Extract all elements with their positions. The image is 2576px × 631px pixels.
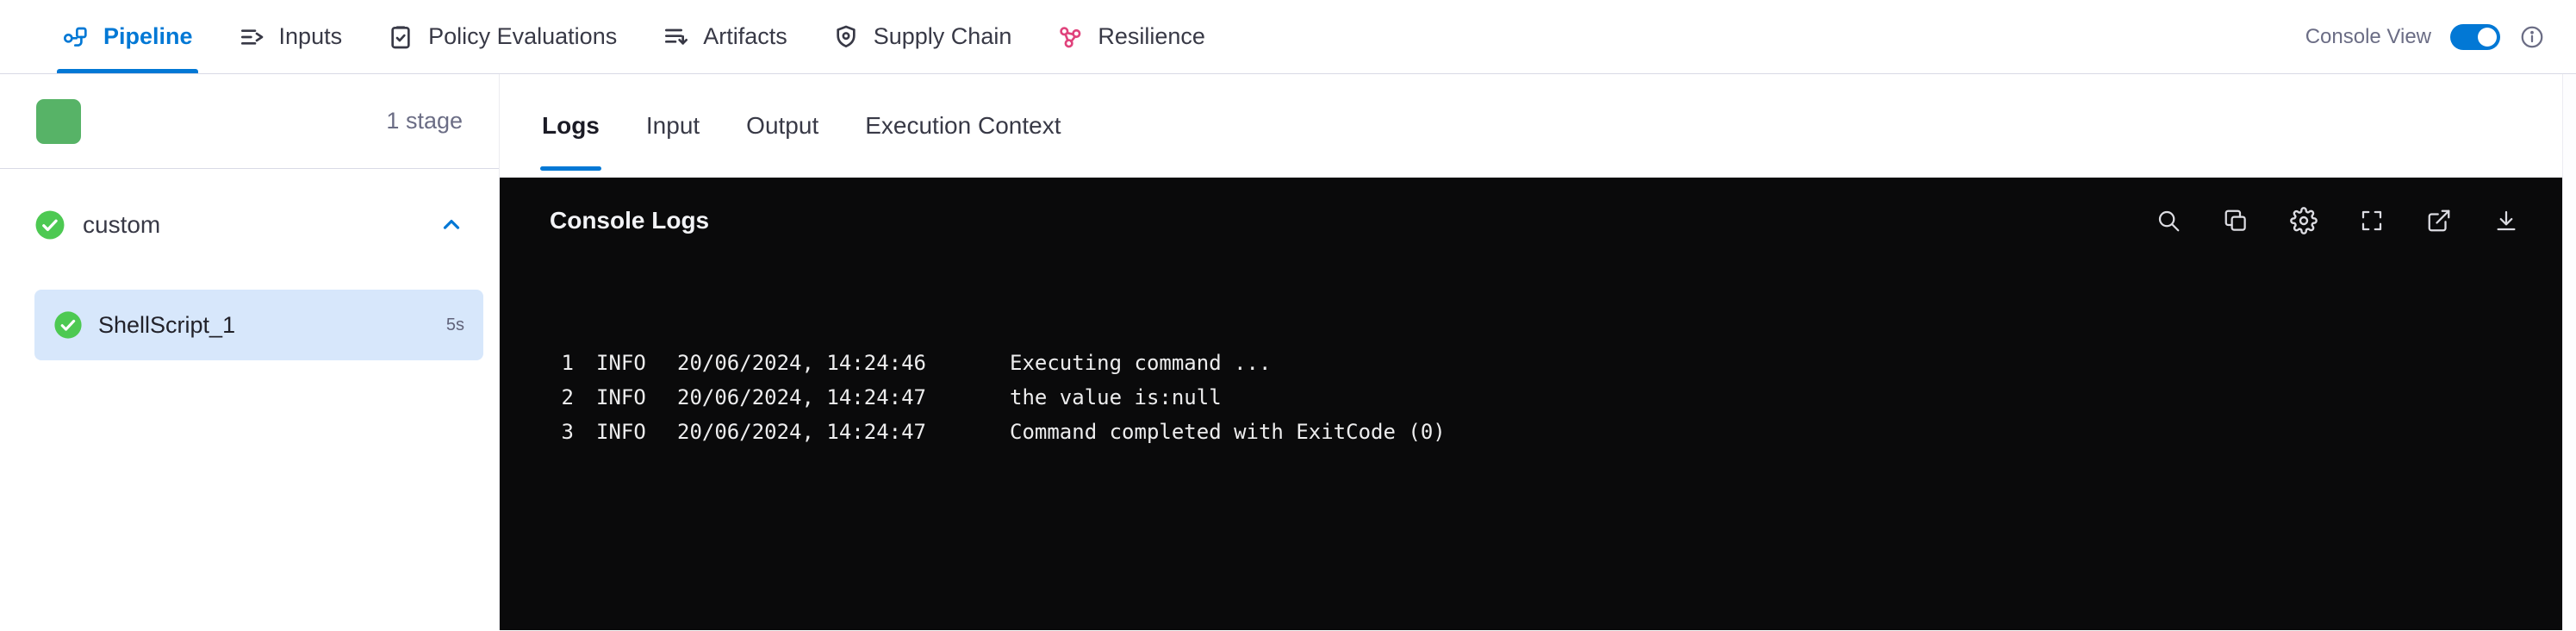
console-title: Console Logs [550, 207, 710, 234]
policy-evaluations-icon [387, 23, 414, 51]
tab-output[interactable]: Output [723, 74, 842, 178]
console-view-label: Console View [2305, 24, 2431, 48]
execution-sidebar: 1 stage custom [0, 74, 500, 630]
tab-resilience[interactable]: Resilience [1034, 0, 1228, 73]
step-label: ShellScript_1 [98, 311, 236, 338]
detail-tabs: Logs Input Output Execution Context [500, 74, 2562, 178]
stage-status-chip[interactable] [36, 98, 81, 144]
log-message: the value is:null [1010, 385, 1222, 409]
tab-label: Input [645, 112, 700, 139]
fullscreen-icon[interactable] [2359, 208, 2385, 234]
tab-supply-chain[interactable]: Supply Chain [810, 0, 1035, 73]
tab-pipeline[interactable]: Pipeline [40, 0, 215, 73]
success-check-icon [34, 209, 65, 241]
tab-inputs[interactable]: Inputs [215, 0, 365, 73]
tab-policy-evaluations[interactable]: Policy Evaluations [364, 0, 639, 73]
inputs-icon [238, 23, 265, 51]
success-check-icon [53, 310, 83, 340]
supply-chain-icon [832, 23, 860, 51]
step-row-shellscript-1[interactable]: ShellScript_1 5s [34, 290, 483, 360]
stage-group-custom[interactable]: custom [0, 169, 499, 281]
tab-label: Output [746, 112, 819, 139]
tab-label: Pipeline [103, 23, 193, 49]
log-timestamp: 20/06/2024, 14:24:46 [677, 351, 926, 375]
log-message: Command completed with ExitCode (0) [1010, 420, 1446, 444]
log-message: Executing command ... [1010, 351, 1272, 375]
external-link-icon[interactable] [2426, 208, 2452, 234]
toggle-knob [2478, 27, 2497, 47]
log-level: INFO [596, 351, 646, 375]
download-icon[interactable] [2493, 208, 2519, 234]
log-line-number: 1 [561, 351, 574, 375]
console-header: Console Logs [500, 178, 2562, 264]
tab-label: Logs [542, 112, 600, 139]
log-timestamp: 20/06/2024, 14:24:47 [677, 420, 926, 444]
console-panel: Console Logs [500, 178, 2562, 630]
log-line-number: 3 [561, 420, 574, 444]
log-level: INFO [596, 420, 646, 444]
search-icon[interactable] [2156, 208, 2181, 234]
log-level: INFO [596, 385, 646, 409]
gear-icon[interactable] [2290, 207, 2318, 234]
tab-logs[interactable]: Logs [519, 74, 623, 178]
console-log-area[interactable]: 1 INFO 20/06/2024, 14:24:46 Executing co… [500, 264, 2562, 449]
stage-count: 1 stage [386, 108, 463, 134]
tab-input[interactable]: Input [623, 74, 723, 178]
page-body: 1 stage custom [0, 74, 2576, 630]
tab-execution-context[interactable]: Execution Context [842, 74, 1084, 178]
tab-artifacts[interactable]: Artifacts [639, 0, 810, 73]
pipeline-icon [62, 23, 90, 51]
tab-label: Supply Chain [873, 23, 1012, 49]
copy-icon[interactable] [2223, 208, 2249, 234]
tab-label: Resilience [1098, 23, 1205, 49]
log-timestamp: 20/06/2024, 14:24:47 [677, 385, 926, 409]
stage-group-label: custom [83, 211, 161, 238]
tab-label: Execution Context [865, 112, 1061, 139]
chevron-up-icon[interactable] [439, 212, 464, 238]
tab-label: Inputs [278, 23, 343, 49]
top-navigation: Pipeline Inputs Policy Evaluations Artif… [0, 0, 2576, 74]
tab-label: Artifacts [703, 23, 787, 49]
console-view-toggle[interactable] [2450, 23, 2500, 50]
info-icon[interactable] [2519, 24, 2545, 50]
topnav-right: Console View [2305, 23, 2545, 50]
scrollbar-track[interactable] [2562, 74, 2576, 630]
log-line: 3 INFO 20/06/2024, 14:24:47 Command comp… [557, 415, 2562, 449]
step-duration: 5s [445, 315, 464, 334]
tab-label: Policy Evaluations [428, 23, 618, 49]
main-panel: Logs Input Output Execution Context Cons… [500, 74, 2562, 630]
stage-summary-row: 1 stage [0, 74, 499, 169]
log-line: 2 INFO 20/06/2024, 14:24:47 the value is… [557, 380, 2562, 415]
artifacts-icon [662, 23, 689, 51]
log-line-number: 2 [561, 385, 574, 409]
console-toolbar [2156, 207, 2519, 234]
log-line: 1 INFO 20/06/2024, 14:24:46 Executing co… [557, 346, 2562, 380]
resilience-icon [1056, 23, 1084, 51]
